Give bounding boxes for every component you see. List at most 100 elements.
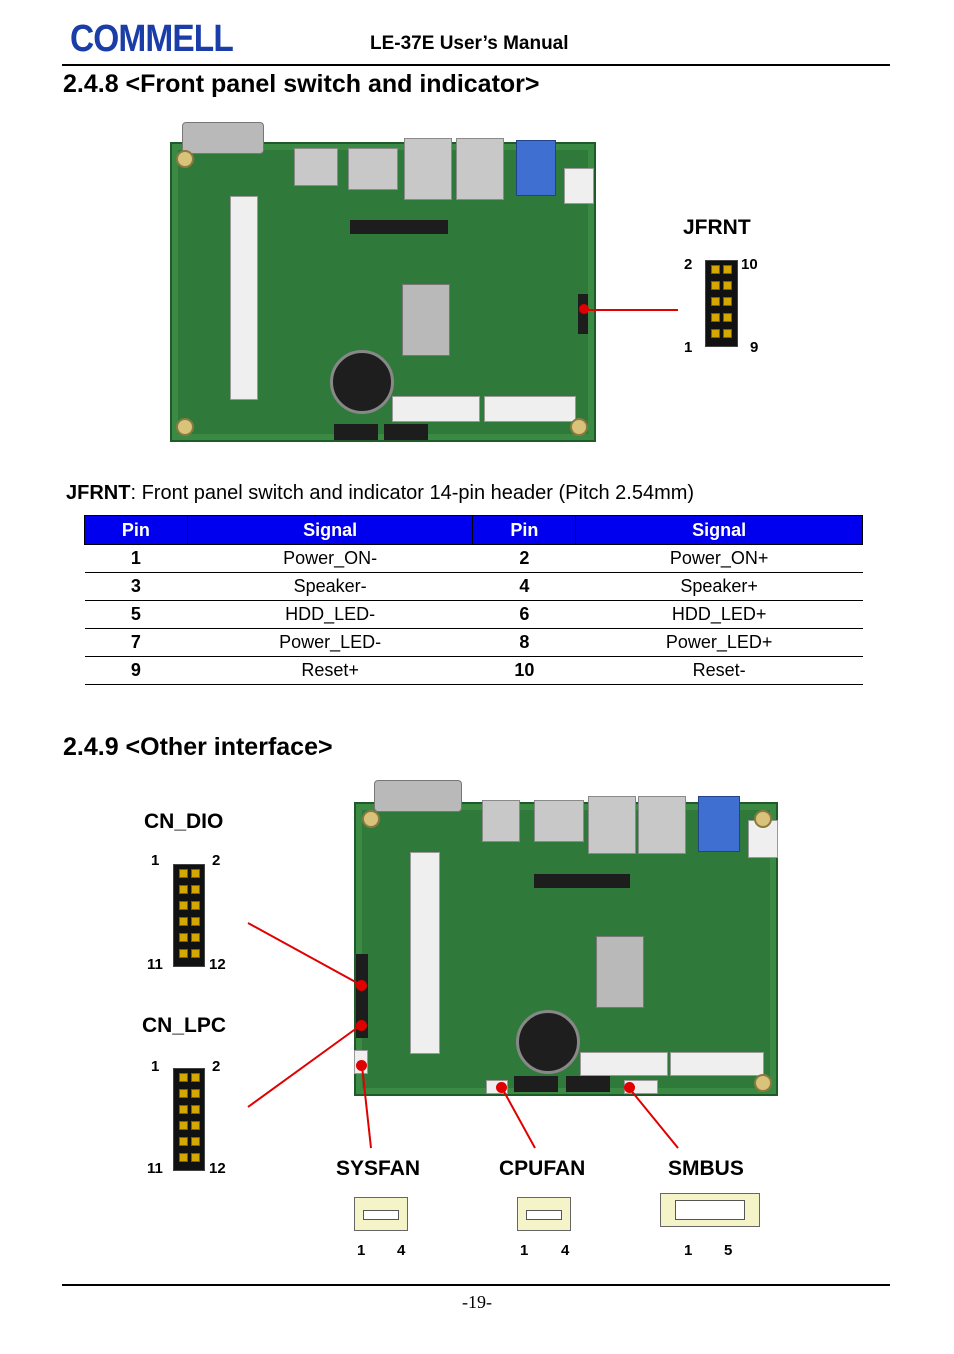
pin-label: 9 (750, 339, 759, 356)
sata-port-2 (384, 424, 428, 440)
signal-name: Speaker- (187, 572, 473, 601)
hdmi-port (482, 800, 520, 842)
jfrnt-pointer-line (584, 309, 678, 311)
lvds-header (534, 874, 630, 888)
lvds-header (350, 220, 448, 234)
cn-lpc-label: CN_LPC (142, 1014, 227, 1037)
cpufan-pointer-dot (496, 1082, 507, 1093)
table-row: 9 Reset+ 10 Reset- (84, 656, 863, 685)
signal-name: Reset- (575, 656, 863, 685)
pin-label: 4 (561, 1242, 570, 1259)
pin-number: 1 (84, 544, 188, 573)
section-heading-front-panel: 2.4.8 <Front panel switch and indicator> (63, 70, 540, 98)
lan-port-2 (638, 796, 686, 854)
signal-name: HDD_LED- (187, 600, 473, 629)
jfrnt-description-name: JFRNT (66, 482, 131, 504)
pin-label: 4 (397, 1242, 406, 1259)
rtc-battery (330, 350, 394, 414)
pin-label: 12 (209, 1160, 226, 1177)
smbus-pointer-dot (624, 1082, 635, 1093)
pin-label: 5 (724, 1242, 733, 1259)
jfrnt-header-diagram (705, 260, 738, 347)
header-divider (62, 64, 890, 66)
signal-name: Power_LED+ (575, 628, 863, 657)
column-header: Pin (472, 515, 577, 545)
pin-number: 5 (84, 600, 188, 629)
com-port (182, 122, 264, 154)
cpufan-label: CPUFAN (499, 1157, 586, 1180)
minipcie-slot-2 (670, 1052, 764, 1076)
footer-divider (62, 1284, 890, 1286)
pin-number: 3 (84, 572, 188, 601)
pin-number: 10 (472, 656, 576, 685)
table-header-row: Pin Signal Pin Signal (84, 515, 863, 545)
mount-hole (754, 810, 772, 828)
table-row: 7 Power_LED- 8 Power_LED+ (84, 628, 863, 657)
pin-label: 1 (151, 1058, 160, 1075)
pin-number: 8 (472, 628, 576, 657)
signal-name: Reset+ (187, 656, 473, 685)
section-heading-other-interface: 2.4.9 <Other interface> (63, 733, 333, 761)
sodimm-slot (230, 196, 258, 400)
com-port (374, 780, 462, 812)
minipcie-slot-2 (484, 396, 576, 422)
mount-hole (754, 1074, 772, 1092)
pin-label: 1 (684, 1242, 693, 1259)
commell-logo: COMMELL (70, 4, 302, 60)
mount-hole (570, 418, 588, 436)
dp-port (348, 148, 398, 190)
pin-label: 1 (520, 1242, 529, 1259)
pin-label: 11 (147, 956, 163, 973)
minipcie-slot-1 (580, 1052, 668, 1076)
pin-number: 7 (84, 628, 188, 657)
sim-slot (596, 936, 644, 1008)
cn-dio-header-diagram (173, 864, 205, 967)
column-header: Signal (575, 515, 863, 545)
signal-name: HDD_LED+ (575, 600, 863, 629)
jfrnt-label: JFRNT (683, 216, 751, 239)
table-row: 3 Speaker- 4 Speaker+ (84, 572, 863, 601)
pin-label: 2 (212, 1058, 221, 1075)
pin-number: 4 (472, 572, 576, 601)
sata-port-1 (334, 424, 378, 440)
sata-port-1 (514, 1076, 558, 1092)
signal-name: Power_LED- (187, 628, 473, 657)
lan-port-1 (404, 138, 452, 200)
jfrnt-header-on-board (578, 294, 588, 334)
hdmi-port (294, 148, 338, 186)
pin-number: 6 (472, 600, 576, 629)
signal-name: Speaker+ (575, 572, 863, 601)
column-header: Pin (84, 515, 188, 545)
column-header: Signal (186, 515, 474, 545)
usb3-port (516, 140, 556, 196)
sysfan-connector-diagram (354, 1197, 408, 1231)
motherboard-image-bottom (354, 780, 778, 1096)
mount-hole (176, 150, 194, 168)
table-row: 1 Power_ON- 2 Power_ON+ (84, 544, 863, 573)
smbus-connector-diagram (660, 1193, 760, 1227)
pin-label: 2 (212, 852, 221, 869)
smbus-label: SMBUS (668, 1157, 744, 1180)
cn-lpc-header-diagram (173, 1068, 205, 1171)
jfrnt-description-text: : Front panel switch and indicator 14-pi… (130, 482, 695, 504)
pin-label: 12 (209, 956, 226, 973)
cn-lpc-pointer-dot (356, 1020, 367, 1031)
sodimm-slot (410, 852, 440, 1054)
cpufan-connector-diagram (517, 1197, 571, 1231)
pin-label: 1 (684, 339, 693, 356)
signal-name: Power_ON- (187, 544, 473, 573)
sysfan-pointer-dot (356, 1060, 367, 1071)
signal-name: Power_ON+ (575, 544, 863, 573)
usb3-port (698, 796, 740, 852)
pin-label: 1 (357, 1242, 366, 1259)
document-title: LE-37E User’s Manual (370, 33, 569, 54)
rtc-battery (516, 1010, 580, 1074)
mount-hole (176, 418, 194, 436)
jfrnt-pin-table: Pin Signal Pin Signal 1 Power_ON- 2 Powe… (84, 515, 863, 685)
lan-port-2 (456, 138, 504, 200)
pin-label: 10 (741, 256, 758, 273)
motherboard-image-top (170, 122, 596, 442)
page-number: -19- (462, 1292, 492, 1312)
table-row: 5 HDD_LED- 6 HDD_LED+ (84, 600, 863, 629)
